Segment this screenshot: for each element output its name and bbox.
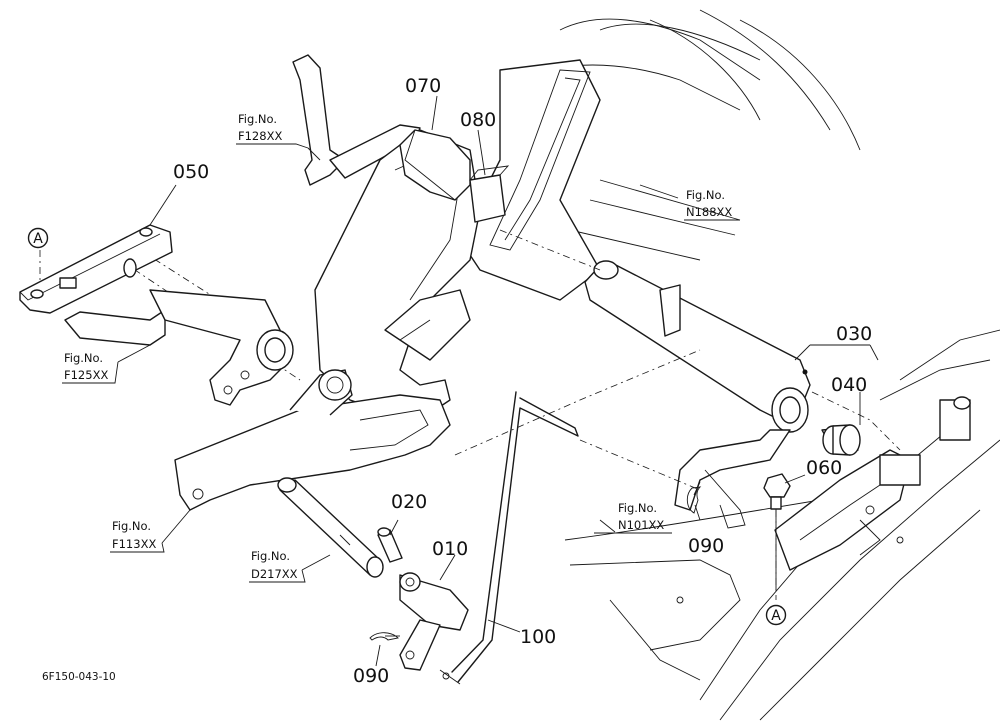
part-080-spacer [469,165,510,223]
fig-ref-f113-number: F113XX [112,537,156,551]
reference-marker-a-right: A [765,604,787,626]
part-090-clip-lower [369,632,400,641]
pin-shaft-d217 [277,477,384,578]
part-050-bracket [19,224,173,314]
callout-100: 100 [520,626,556,648]
fig-ref-f128-number: F128XX [238,129,282,143]
figure-references: Fig.No. F128XX Fig.No. N188XX Fig.No. F1… [62,112,740,583]
part-040-bushing [821,424,861,456]
fig-ref-d217-prefix: Fig.No. [251,549,290,563]
fig-ref-f128-prefix: Fig.No. [238,112,277,126]
marker-a-left-label: A [33,231,43,247]
part-010-arm [399,572,469,671]
drawing-code: 6F150-043-10 [42,671,116,683]
fig-ref-n188-prefix: Fig.No. [686,188,725,202]
fig-ref-f113-prefix: Fig.No. [112,519,151,533]
fig-ref-d217-number: D217XX [251,567,298,581]
part-number-callouts: 070 080 050 030 040 060 020 010 100 090 … [173,75,872,687]
right-bracket-plate [774,396,971,571]
callout-070: 070 [405,75,441,97]
callout-060: 060 [806,457,842,479]
callout-020: 020 [391,491,427,513]
fig-ref-f125-number: F125XX [64,368,108,382]
leader-lines [117,95,879,667]
callout-090-right: 090 [688,535,724,557]
fig-ref-n101-prefix: Fig.No. [618,501,657,515]
part-090-clip-right [686,481,702,514]
callout-050: 050 [173,161,209,183]
callout-090-lower: 090 [353,665,389,687]
callout-010: 010 [432,538,468,560]
part-070-block [399,129,471,201]
pedal-bracket-left [64,289,294,406]
part-030-shaft [584,260,811,529]
fig-ref-n101-number: N101XX [618,518,664,532]
marker-a-right-label: A [771,608,781,624]
callout-030: 030 [836,323,872,345]
part-020-pin [377,527,403,563]
callout-080: 080 [460,109,496,131]
part-100-rod [439,391,579,685]
fig-ref-n188-number: N188XX [686,205,732,219]
fig-ref-f125-prefix: Fig.No. [64,351,103,365]
reference-marker-a-left: A [27,227,49,249]
callout-040: 040 [831,374,867,396]
